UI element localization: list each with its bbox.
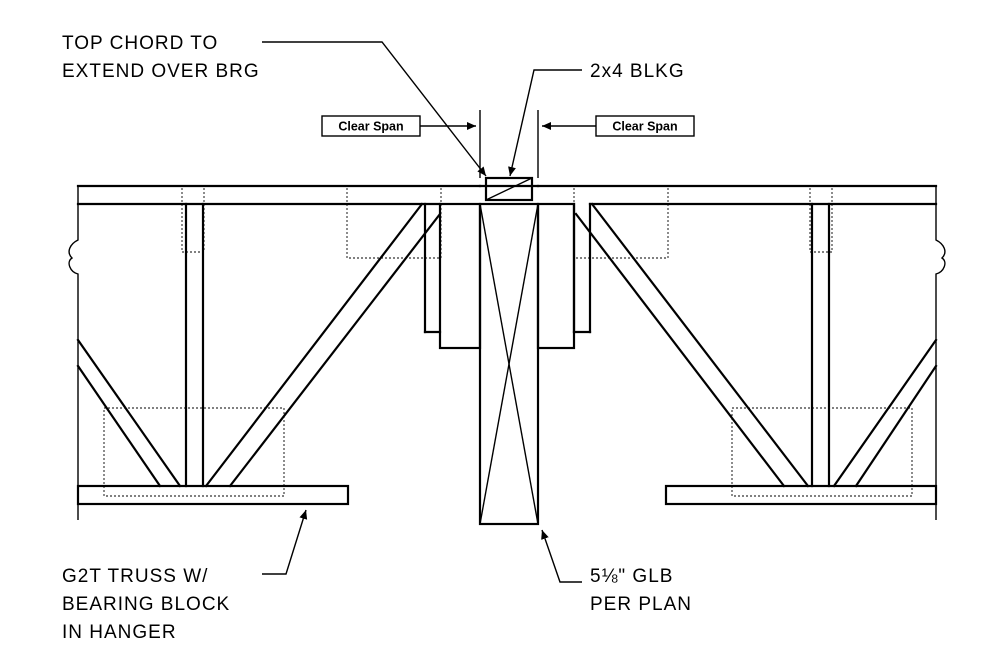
notes: TOP CHORD TO EXTEND OVER BRG 2x4 BLKG G2…: [62, 33, 692, 643]
top-chord-note-line-2: EXTEND OVER BRG: [62, 61, 260, 82]
clear-span-right-box: [595, 115, 695, 137]
blocking-2x4: [484, 176, 534, 202]
left-hanger-flange: [438, 202, 482, 350]
clear-span-left-label: Clear Span: [338, 120, 403, 134]
glb-beam: [478, 202, 540, 526]
left-top-block: [346, 185, 442, 259]
blocking-note: 2x4 BLKG: [590, 61, 685, 82]
glb-beam-assembly: [438, 176, 592, 526]
glb-note-line-2: PER PLAN: [590, 594, 692, 615]
clear-span-right-label: Clear Span: [612, 120, 677, 134]
truss-note-line-2: BEARING BLOCK: [62, 594, 230, 615]
left-bottom-block: [103, 407, 285, 497]
top-chord-leader: [262, 41, 487, 177]
left-break-line: [68, 186, 79, 520]
top-chord-note-line-1: TOP CHORD TO: [62, 33, 218, 54]
right-break-line: [935, 186, 946, 520]
right-truss: [536, 184, 946, 520]
clear-span-left-box: [321, 115, 421, 137]
clear-span-dimensions: Clear Span Clear Span: [321, 110, 695, 178]
truss-leader: [262, 509, 308, 575]
glb-note-line-1: 5⅛" GLB: [590, 566, 673, 587]
right-bottom-chord: [664, 484, 938, 506]
right-top-block: [573, 185, 669, 259]
right-bottom-block: [731, 407, 913, 497]
right-hanger-flange: [536, 202, 576, 350]
glb-leader: [541, 529, 582, 583]
truss-note-line-3: IN HANGER: [62, 622, 177, 643]
left-truss: [68, 184, 482, 520]
leader-lines: [262, 41, 582, 583]
blocking-leader: [508, 69, 582, 177]
truss-note-line-1: G2T TRUSS W/: [62, 566, 208, 587]
left-bottom-chord: [76, 484, 350, 506]
